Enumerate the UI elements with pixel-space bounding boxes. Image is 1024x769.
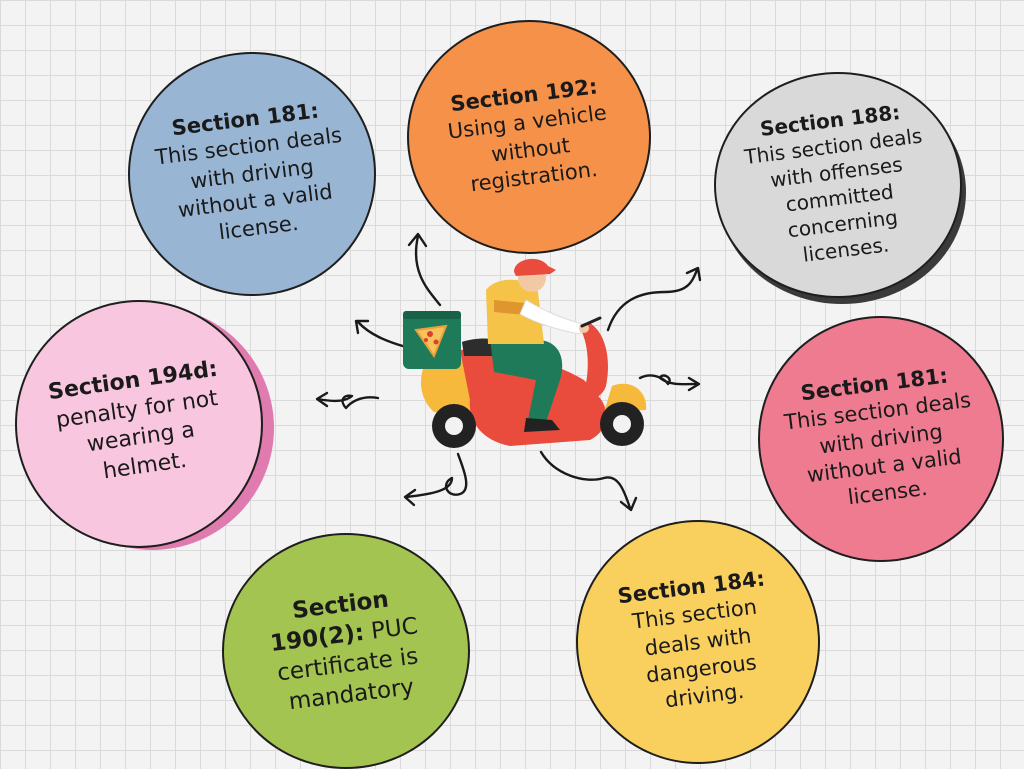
pizza-icon <box>414 324 448 359</box>
arrow-head <box>315 391 329 408</box>
arrow-to-section-181-right <box>638 374 700 386</box>
arrow-head <box>685 266 702 282</box>
arrow-head <box>619 496 638 512</box>
arrow-head <box>403 488 417 507</box>
arrow-to-section-190 <box>404 452 468 499</box>
arrow-to-section-184 <box>539 450 632 510</box>
section-194d-circle: Section 194d: penalty for not wearing a … <box>15 300 263 548</box>
section-190-circle: Section 190(2): PUC certificate is manda… <box>222 533 470 769</box>
arrow-head <box>354 319 370 335</box>
section-181-top-circle: Section 181: This section deals with dri… <box>128 52 376 296</box>
arrow-head <box>687 376 701 392</box>
arrow-to-section-194d-upper <box>356 320 408 349</box>
section-184-circle: Section 184: This section deals with dan… <box>576 520 820 764</box>
arrow-head <box>407 232 428 248</box>
arrow-to-section-192 <box>414 234 442 307</box>
arrow-to-section-188 <box>606 268 699 332</box>
arrow-to-section-194d <box>316 394 380 410</box>
section-192-circle: Section 192: Using a vehicle without reg… <box>407 20 651 254</box>
section-188-circle: Section 188: This section deals with off… <box>714 72 962 298</box>
section-181-right-circle: Section 181: This section deals with dri… <box>758 316 1004 562</box>
